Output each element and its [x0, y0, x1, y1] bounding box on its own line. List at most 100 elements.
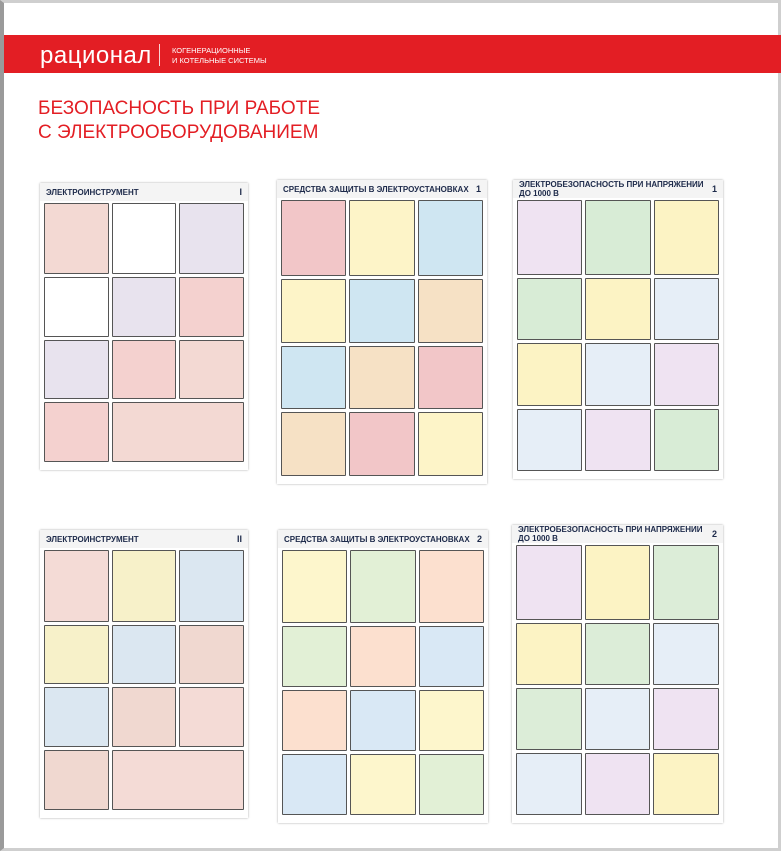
poster-number: 2 [711, 529, 717, 539]
illustration-panel [282, 550, 348, 624]
poster-illustrations [517, 200, 719, 471]
illustration-panel [44, 203, 109, 275]
illustration-panel [418, 626, 484, 688]
page-title-line-1: БЕЗОПАСНОСТЬ ПРИ РАБОТЕ [38, 98, 320, 119]
poster-header: ЭЛЕКТРОБЕЗОПАСНОСТЬ ПРИ НАПРЯЖЕНИИ ДО 10… [512, 525, 723, 543]
illustration-panel [179, 203, 244, 275]
illustration-panel [282, 690, 348, 752]
illustration-panel [350, 690, 416, 752]
illustration-panel [584, 687, 651, 750]
poster-electrical-safety-1: ЭЛЕКТРОБЕЗОПАСНОСТЬ ПРИ НАПРЯЖЕНИИ ДО 10… [513, 180, 723, 479]
poster-header: ЭЛЕКТРОИНСТРУМЕНТ II [40, 530, 248, 548]
illustration-panel [516, 687, 582, 750]
illustration-panel [653, 752, 719, 815]
illustration-panel [179, 687, 244, 748]
illustration-panel [282, 754, 348, 815]
illustration-panel [179, 339, 244, 400]
poster-header: ЭЛЕКТРОИНСТРУМЕНТ I [40, 183, 248, 201]
illustration-panel [584, 752, 651, 815]
poster-title: ЭЛЕКТРОБЕЗОПАСНОСТЬ ПРИ НАПРЯЖЕНИИ ДО 10… [518, 525, 703, 543]
illustration-panel [418, 690, 484, 752]
illustration-panel [653, 200, 719, 275]
poster-illustrations [516, 545, 719, 815]
poster-power-tools-1: ЭЛЕКТРОИНСТРУМЕНТ I [40, 183, 248, 470]
illustration-panel [417, 345, 483, 410]
poster-title: ЭЛЕКТРОИНСТРУМЕНТ [46, 187, 139, 197]
illustration-panel [417, 412, 483, 476]
illustration-panel [585, 277, 651, 341]
illustration-panel [417, 200, 483, 277]
logo-divider [159, 44, 160, 66]
brand-logo: рационал [40, 42, 152, 69]
illustration-panel [179, 277, 244, 337]
illustration-panel [349, 345, 415, 410]
illustration-panel [350, 626, 416, 688]
illustration-panel [516, 752, 582, 815]
poster-illustrations [282, 550, 484, 815]
illustration-panel [418, 754, 484, 815]
illustration-panel [653, 408, 719, 471]
illustration-panel [349, 279, 415, 343]
poster-number: 1 [475, 184, 481, 194]
illustration-panel [516, 622, 582, 685]
illustration-panel [417, 279, 483, 343]
illustration-panel [111, 339, 177, 400]
poster-header: СРЕДСТВА ЗАЩИТЫ В ЭЛЕКТРОУСТАНОВКАХ 2 [278, 530, 488, 548]
poster-number: II [236, 534, 242, 544]
poster-illustrations [44, 550, 244, 810]
poster-title: ЭЛЕКТРОИНСТРУМЕНТ [46, 534, 139, 544]
poster-number: I [239, 187, 242, 197]
illustration-panel [517, 408, 583, 471]
illustration-panel [44, 402, 109, 462]
poster-number: 2 [476, 534, 482, 544]
poster-illustrations [44, 203, 244, 462]
illustration-panel [44, 624, 109, 685]
illustration-panel [44, 339, 109, 400]
poster-title: СРЕДСТВА ЗАЩИТЫ В ЭЛЕКТРОУСТАНОВКАХ [283, 184, 469, 194]
illustration-panel [350, 550, 416, 624]
poster-number: 1 [711, 184, 717, 194]
poster-title: СРЕДСТВА ЗАЩИТЫ В ЭЛЕКТРОУСТАНОВКАХ [284, 534, 470, 544]
poster-protective-equipment-1: СРЕДСТВА ЗАЩИТЫ В ЭЛЕКТРОУСТАНОВКАХ 1 [277, 180, 487, 484]
illustration-panel [584, 545, 651, 620]
illustration-panel [281, 279, 347, 343]
poster-illustrations [281, 200, 483, 476]
illustration-panel [350, 754, 416, 815]
illustration-panel [179, 550, 244, 622]
illustration-panel [349, 412, 415, 476]
illustration-panel [516, 545, 582, 620]
illustration-panel [282, 626, 348, 688]
illustration-panel [44, 687, 109, 748]
illustration-panel [281, 200, 347, 277]
illustration-panel [517, 200, 583, 275]
illustration-panel [111, 550, 177, 622]
tagline-line-1: КОГЕНЕРАЦИОННЫЕ [172, 46, 251, 55]
illustration-panel [179, 624, 244, 685]
illustration-panel [653, 622, 719, 685]
illustration-panel [281, 412, 347, 476]
illustration-panel [111, 402, 244, 462]
illustration-panel [44, 277, 109, 337]
illustration-panel [653, 343, 719, 406]
poster-header: СРЕДСТВА ЗАЩИТЫ В ЭЛЕКТРОУСТАНОВКАХ 1 [277, 180, 487, 198]
poster-power-tools-2: ЭЛЕКТРОИНСТРУМЕНТ II [40, 530, 248, 818]
poster-title: ЭЛЕКТРОБЕЗОПАСНОСТЬ ПРИ НАПРЯЖЕНИИ ДО 10… [519, 180, 704, 198]
page-title: БЕЗОПАСНОСТЬ ПРИ РАБОТЕ С ЭЛЕКТРООБОРУДОВ… [38, 97, 320, 145]
illustration-panel [584, 622, 651, 685]
illustration-panel [44, 750, 109, 810]
illustration-panel [585, 408, 651, 471]
illustration-panel [111, 750, 244, 810]
illustration-panel [517, 277, 583, 341]
illustration-panel [111, 624, 177, 685]
illustration-panel [653, 545, 719, 620]
poster-electrical-safety-2: ЭЛЕКТРОБЕЗОПАСНОСТЬ ПРИ НАПРЯЖЕНИИ ДО 10… [512, 525, 723, 823]
tagline-line-2: И КОТЕЛЬНЫЕ СИСТЕМЫ [172, 56, 267, 65]
illustration-panel [653, 277, 719, 341]
illustration-panel [517, 343, 583, 406]
illustration-panel [653, 687, 719, 750]
page-title-line-2: С ЭЛЕКТРООБОРУДОВАНИЕМ [38, 122, 319, 143]
brand-band [4, 35, 781, 73]
illustration-panel [349, 200, 415, 277]
